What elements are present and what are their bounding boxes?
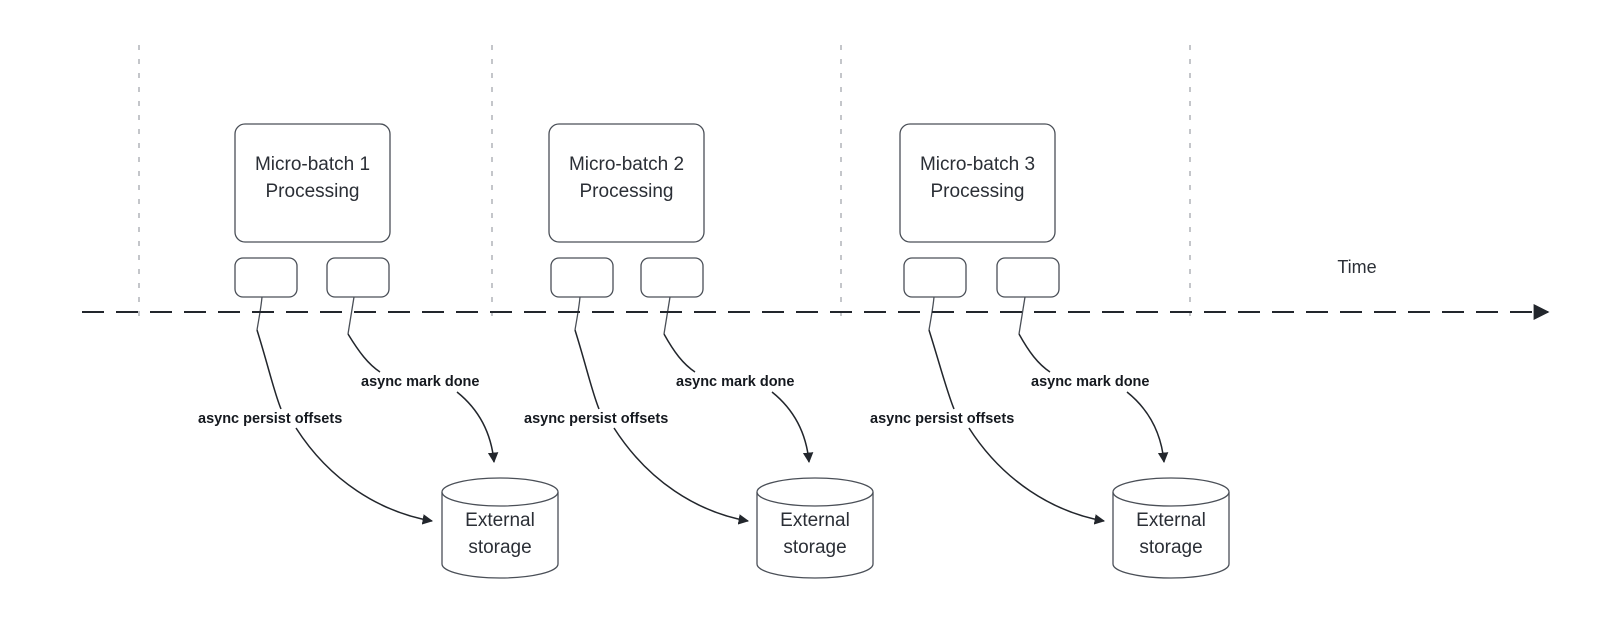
task-box-2a[interactable]: [550, 257, 614, 298]
task-1b-stub: [347, 296, 355, 335]
flow-label-mark-done-3: async mark done: [1031, 374, 1149, 390]
time-axis-label: Time: [1337, 257, 1376, 277]
flow-label-mark-done-2: async mark done: [676, 374, 794, 390]
task-box-1b[interactable]: [326, 257, 390, 298]
flow-persist-offsets-1-seg1: [256, 329, 282, 410]
flow-label-mark-done-1: async mark done: [361, 374, 479, 390]
flow-mark-done-3-seg1: [1018, 333, 1051, 373]
external-storage-2-label-line1: External: [780, 510, 850, 531]
task-2a-stub: [574, 296, 581, 331]
flow-persist-offsets-2-seg1: [574, 329, 600, 410]
batch-group-2: Micro-batch 2 Processing async persist o…: [524, 123, 874, 579]
task-2b-stub: [663, 296, 671, 335]
flow-mark-done-1-seg2: [456, 391, 499, 464]
flow-label-persist-offsets-3: async persist offsets: [870, 411, 1014, 427]
flow-mark-done-3-seg2: [1126, 391, 1169, 464]
external-storage-1[interactable]: External storage: [441, 477, 559, 579]
task-3a-stub: [928, 296, 935, 331]
external-storage-2[interactable]: External storage: [756, 477, 874, 579]
flow-persist-offsets-3-seg2: [968, 427, 1106, 525]
task-3b-stub: [1018, 296, 1026, 335]
micro-batch-3-box[interactable]: [899, 123, 1056, 243]
batch-group-1: Micro-batch 1 Processing async persist o…: [198, 123, 559, 579]
external-storage-3-label-line1: External: [1136, 510, 1206, 531]
micro-batch-3-label-line2: Processing: [931, 181, 1025, 202]
external-storage-2-label-line2: storage: [783, 537, 846, 558]
task-box-1a[interactable]: [234, 257, 298, 298]
task-1a-stub: [256, 296, 263, 331]
micro-batch-2-box[interactable]: [548, 123, 705, 243]
flow-persist-offsets-3-seg1: [928, 329, 955, 410]
batch-group-3: Micro-batch 3 Processing async persist o…: [870, 123, 1230, 579]
flow-mark-done-2-seg1: [663, 333, 696, 373]
flow-label-persist-offsets-2: async persist offsets: [524, 411, 668, 427]
micro-batch-2-label-line2: Processing: [580, 181, 674, 202]
external-storage-3-label-line2: storage: [1139, 537, 1202, 558]
micro-batch-3-label-line1: Micro-batch 3: [920, 154, 1035, 175]
external-storage-3[interactable]: External storage: [1112, 477, 1230, 579]
external-storage-1-label-line2: storage: [468, 537, 531, 558]
separator-group: [138, 45, 1191, 318]
micro-batch-1-label-line2: Processing: [266, 181, 360, 202]
flow-label-persist-offsets-1: async persist offsets: [198, 411, 342, 427]
flow-mark-done-2-seg2: [771, 391, 814, 464]
task-box-2b[interactable]: [640, 257, 704, 298]
timeline-axis: Time: [82, 257, 1550, 320]
micro-batch-1-box[interactable]: [234, 123, 391, 243]
flow-persist-offsets-1-seg2: [295, 427, 434, 525]
task-box-3a[interactable]: [903, 257, 967, 298]
flow-mark-done-1-seg1: [347, 333, 381, 373]
external-storage-1-label-line1: External: [465, 510, 535, 531]
micro-batch-1-label-line1: Micro-batch 1: [255, 154, 370, 175]
flow-persist-offsets-2-seg2: [613, 427, 750, 525]
task-box-3b[interactable]: [996, 257, 1060, 298]
micro-batch-2-label-line1: Micro-batch 2: [569, 154, 684, 175]
